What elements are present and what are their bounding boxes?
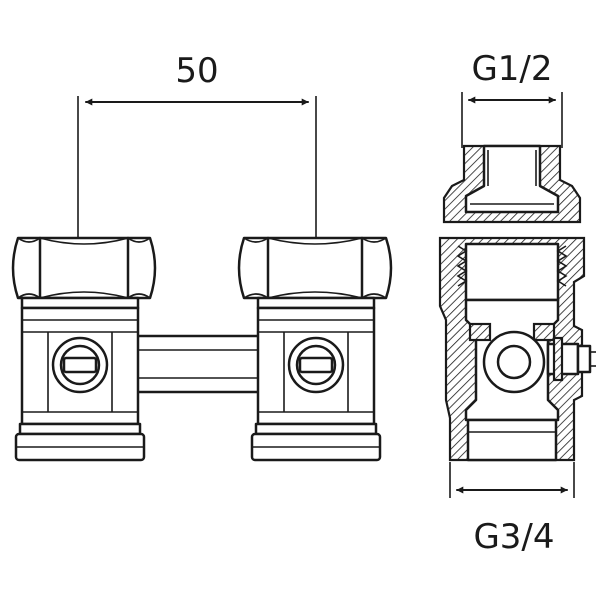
section-view: G1/2 — [438, 49, 596, 557]
bridge-pipe — [130, 334, 266, 394]
bottom-thread-label: G3/4 — [473, 517, 554, 557]
top-thread-dimension: G1/2 — [461, 49, 563, 148]
bottom-thread-dimension: G3/4 — [449, 462, 575, 557]
spacing-dimension: 50 — [77, 51, 317, 262]
top-thread-label: G1/2 — [471, 49, 552, 89]
right-valve — [237, 236, 393, 462]
left-valve — [11, 236, 157, 462]
valve-body-section — [438, 236, 596, 462]
top-fitting — [442, 144, 582, 224]
spacing-dimension-label: 50 — [175, 51, 218, 91]
front-view: 50 — [11, 51, 393, 462]
